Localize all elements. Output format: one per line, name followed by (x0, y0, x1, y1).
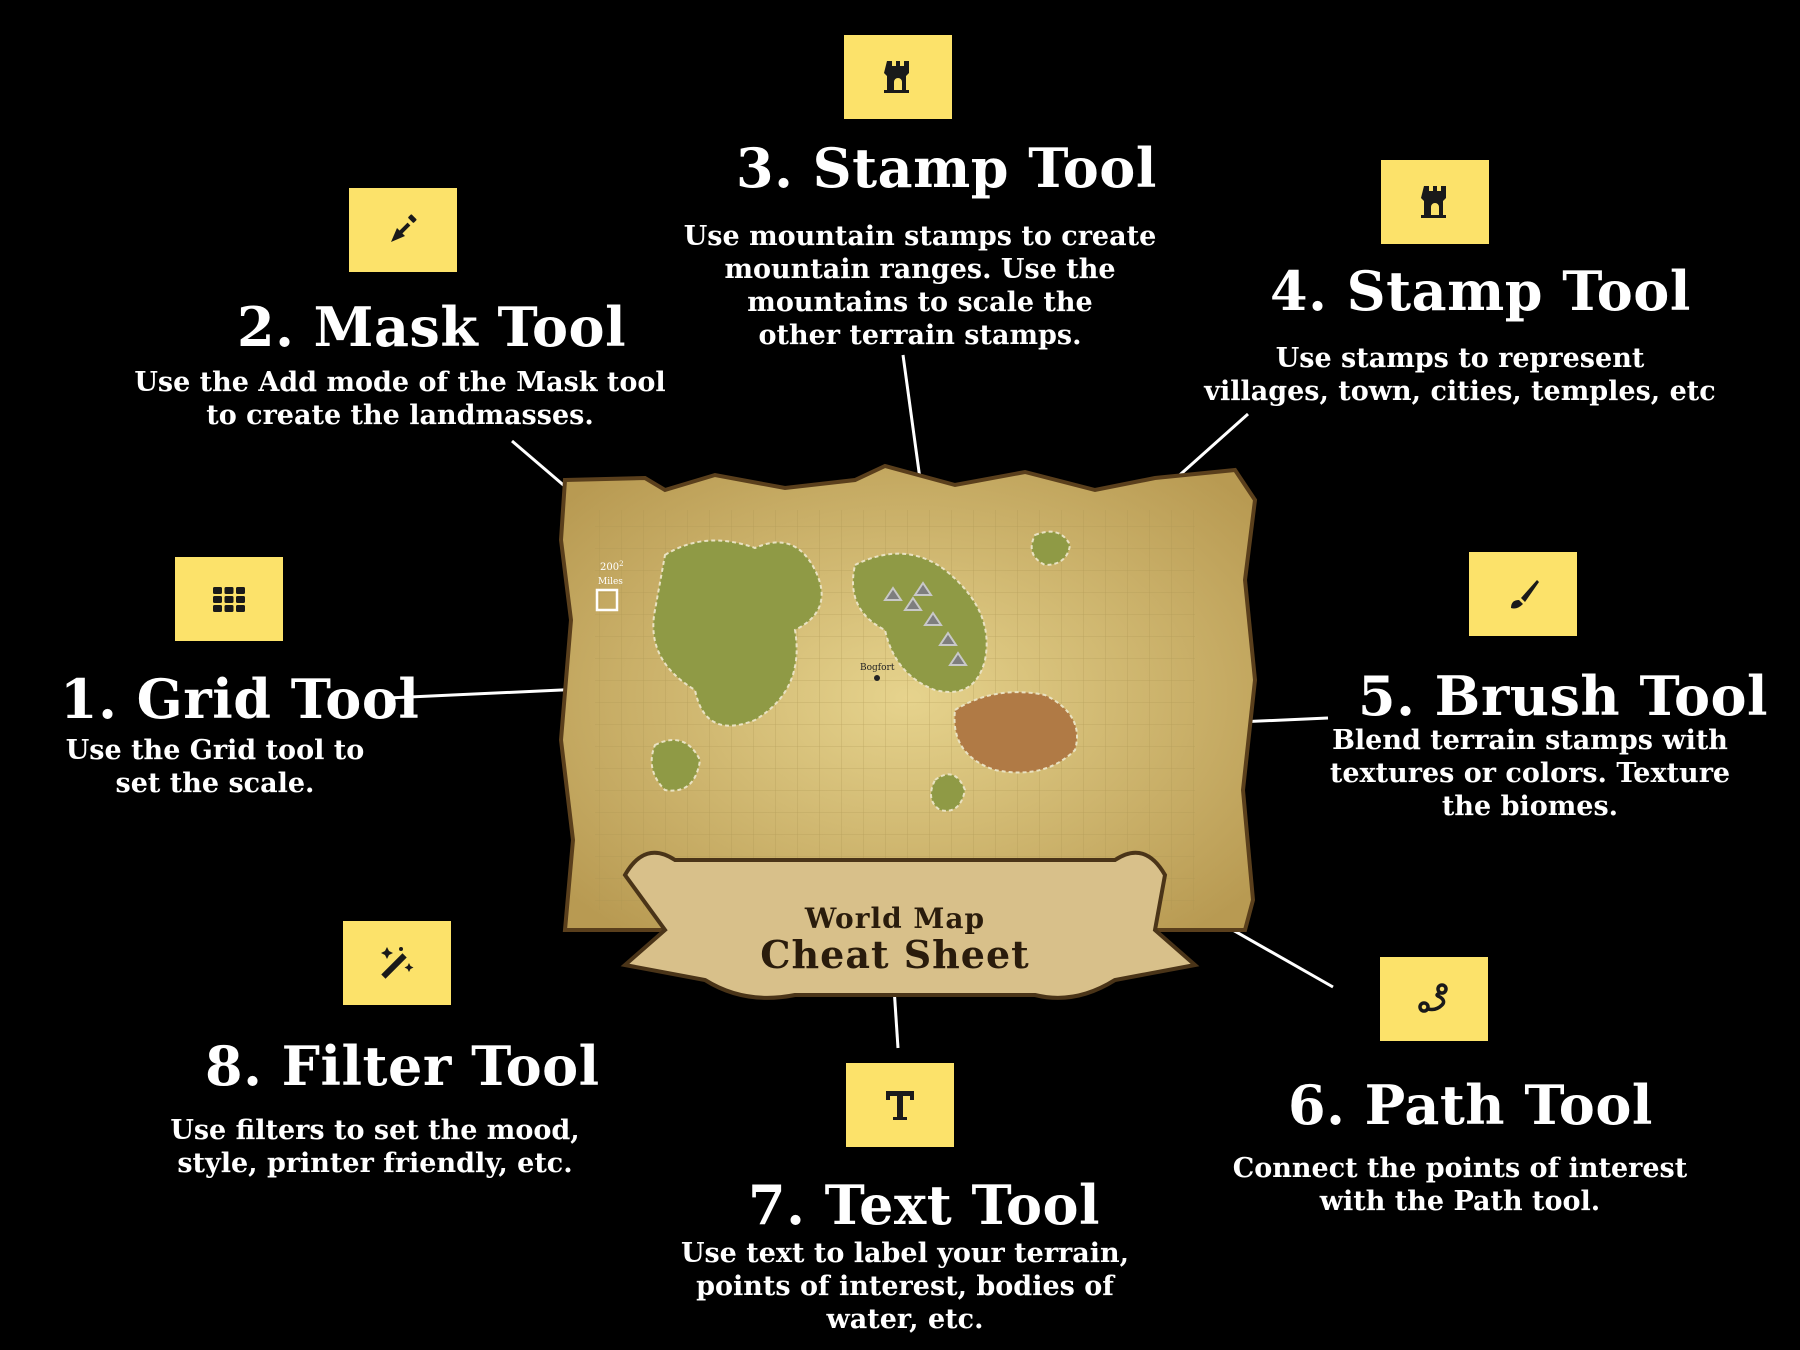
filter-tool-desc: Use filters to set the mood, style, prin… (170, 1115, 580, 1179)
stamp4-tool-desc: Use stamps to represent villages, town, … (1204, 343, 1716, 407)
landmass-east (953, 691, 1078, 774)
scale-sup: 2 (619, 560, 623, 568)
grid-icon (213, 587, 245, 612)
paintbrush-icon-box[interactable] (1469, 552, 1577, 636)
scale-box (595, 588, 619, 612)
text-t-icon (886, 1091, 914, 1120)
magic-wand-icon (381, 947, 414, 979)
world-map-illustration: 2002 Miles Bogfort World Map Cheat Sheet (558, 463, 1258, 1000)
shovel-icon-box[interactable] (349, 188, 457, 272)
text-t-icon-box[interactable] (846, 1063, 954, 1147)
text-tool-desc: Use text to label your terrain, points o… (680, 1238, 1130, 1335)
path-tool-title: 6. Path Tool (1288, 1073, 1653, 1137)
paintbrush-icon (1511, 580, 1539, 609)
path-tool-desc: Connect the points of interest with the … (1232, 1153, 1688, 1217)
landmass-southeast (930, 773, 967, 812)
mask-tool-title: 2. Mask Tool (237, 295, 627, 359)
scale-unit: Miles (598, 577, 623, 587)
brush-tool-desc: Blend terrain stamps with textures or co… (1329, 725, 1731, 822)
route-icon (1418, 983, 1448, 1013)
landmass-northeast (1030, 530, 1072, 567)
castle-tower-icon-box-4[interactable] (1381, 160, 1489, 244)
castle-tower-icon-box-3[interactable] (844, 35, 952, 119)
shovel-icon (391, 214, 417, 242)
svg-text:2002: 2002 (600, 560, 624, 573)
landmass-west (652, 539, 823, 727)
grid-tool-title: 1. Grid Tool (60, 667, 420, 731)
route-icon-box[interactable] (1380, 957, 1488, 1041)
castle-tower-icon (884, 61, 909, 93)
filter-tool-title: 8. Filter Tool (205, 1034, 600, 1098)
landmass-north (852, 552, 988, 693)
town-marker (874, 675, 880, 681)
banner-scroll (620, 850, 1200, 1000)
stamp4-tool-title: 4. Stamp Tool (1270, 259, 1691, 323)
mask-tool-desc: Use the Add mode of the Mask tool to cre… (134, 367, 666, 431)
stamp3-tool-title: 3. Stamp Tool (736, 136, 1157, 200)
magic-wand-icon-box[interactable] (343, 921, 451, 1005)
stamp3-tool-desc: Use mountain stamps to create mountain r… (683, 221, 1157, 351)
text-tool-title: 7. Text Tool (748, 1173, 1100, 1237)
banner-line2: Cheat Sheet (760, 932, 1029, 977)
mountain-range (883, 581, 968, 666)
banner-line1: World Map (804, 902, 985, 935)
castle-tower-icon (1421, 186, 1446, 218)
town-label: Bogfort (860, 663, 895, 673)
brush-tool-title: 5. Brush Tool (1358, 664, 1769, 728)
grid-tool-desc: Use the Grid tool to set the scale. (65, 735, 365, 799)
scale-label: 200 (600, 562, 619, 573)
grid-icon-box[interactable] (175, 557, 283, 641)
landmass-southwest (650, 739, 702, 792)
